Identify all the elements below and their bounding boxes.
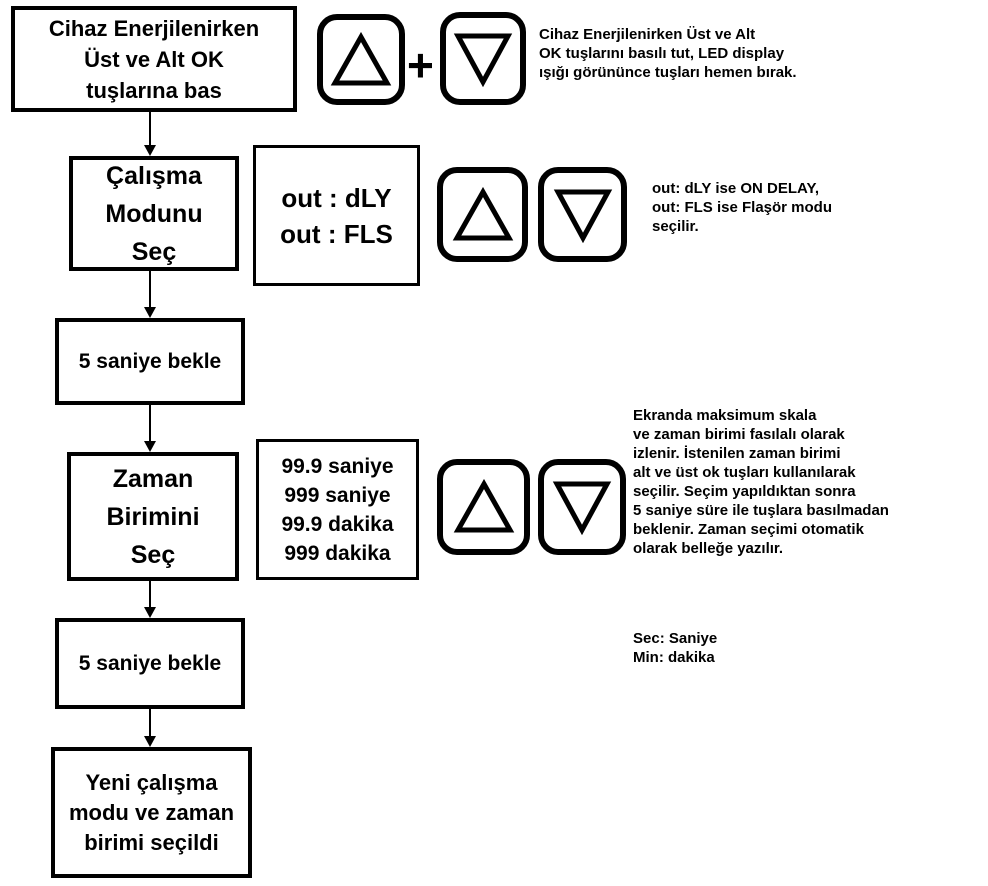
step-start-text: Cihaz Enerjilenirken Üst ve Alt OK tuşla…	[48, 15, 260, 103]
up-triangle-icon	[452, 186, 513, 240]
arrow-start-to-mode	[144, 112, 156, 156]
start-note: Cihaz Enerjilenirken Üst ve Alt OK tuşla…	[539, 26, 797, 81]
up-key-icon	[437, 167, 528, 262]
step-wait-1-box: 5 saniye bekle	[55, 318, 245, 405]
step-mode-select-text: Çalışma Modunu Seç	[105, 161, 203, 266]
down-triangle-icon	[453, 33, 513, 87]
unit-options-display: 99.9 saniye 999 saniye 99.9 dakika 999 d…	[256, 439, 419, 580]
mode-options-display: out : dLY out : FLS	[253, 145, 420, 286]
plus-sign: +	[407, 39, 434, 91]
step-done-text: Yeni çalışma modu ve zaman birimi seçild…	[68, 769, 235, 855]
up-triangle-icon	[330, 31, 392, 85]
arrow-wait2-to-done	[144, 709, 156, 747]
up-triangle-icon	[453, 479, 514, 533]
unit-note: Ekranda maksimum skala ve zaman birimi f…	[633, 407, 889, 557]
arrow-mode-to-wait1	[144, 271, 156, 318]
step-done-box: Yeni çalışma modu ve zaman birimi seçild…	[51, 747, 252, 878]
unit-options-text: 99.9 saniye 999 saniye 99.9 dakika 999 d…	[281, 454, 394, 565]
step-unit-select-text: Zaman Birimini Seç	[106, 464, 200, 569]
legend-note: Sec: Saniye Min: dakika	[633, 630, 718, 666]
down-triangle-icon	[552, 481, 612, 535]
arrow-wait1-to-unit	[144, 405, 156, 452]
step-unit-select-box: Zaman Birimini Seç	[67, 452, 239, 581]
step-mode-select-box: Çalışma Modunu Seç	[69, 156, 239, 271]
mode-options-text: out : dLY out : FLS	[280, 182, 393, 249]
step-wait-1-text: 5 saniye bekle	[78, 349, 222, 373]
down-key-icon	[538, 167, 627, 262]
step-wait-2-text: 5 saniye bekle	[78, 651, 222, 675]
down-key-icon	[440, 12, 526, 105]
down-triangle-icon	[553, 189, 612, 243]
arrow-unit-to-wait2	[144, 581, 156, 618]
down-key-icon	[538, 459, 626, 555]
step-start-box: Cihaz Enerjilenirken Üst ve Alt OK tuşla…	[11, 6, 297, 112]
step-wait-2-box: 5 saniye bekle	[55, 618, 245, 709]
up-key-icon	[317, 14, 405, 105]
mode-note: out: dLY ise ON DELAY, out: FLS ise Flaş…	[652, 180, 833, 235]
up-key-icon	[437, 459, 530, 555]
